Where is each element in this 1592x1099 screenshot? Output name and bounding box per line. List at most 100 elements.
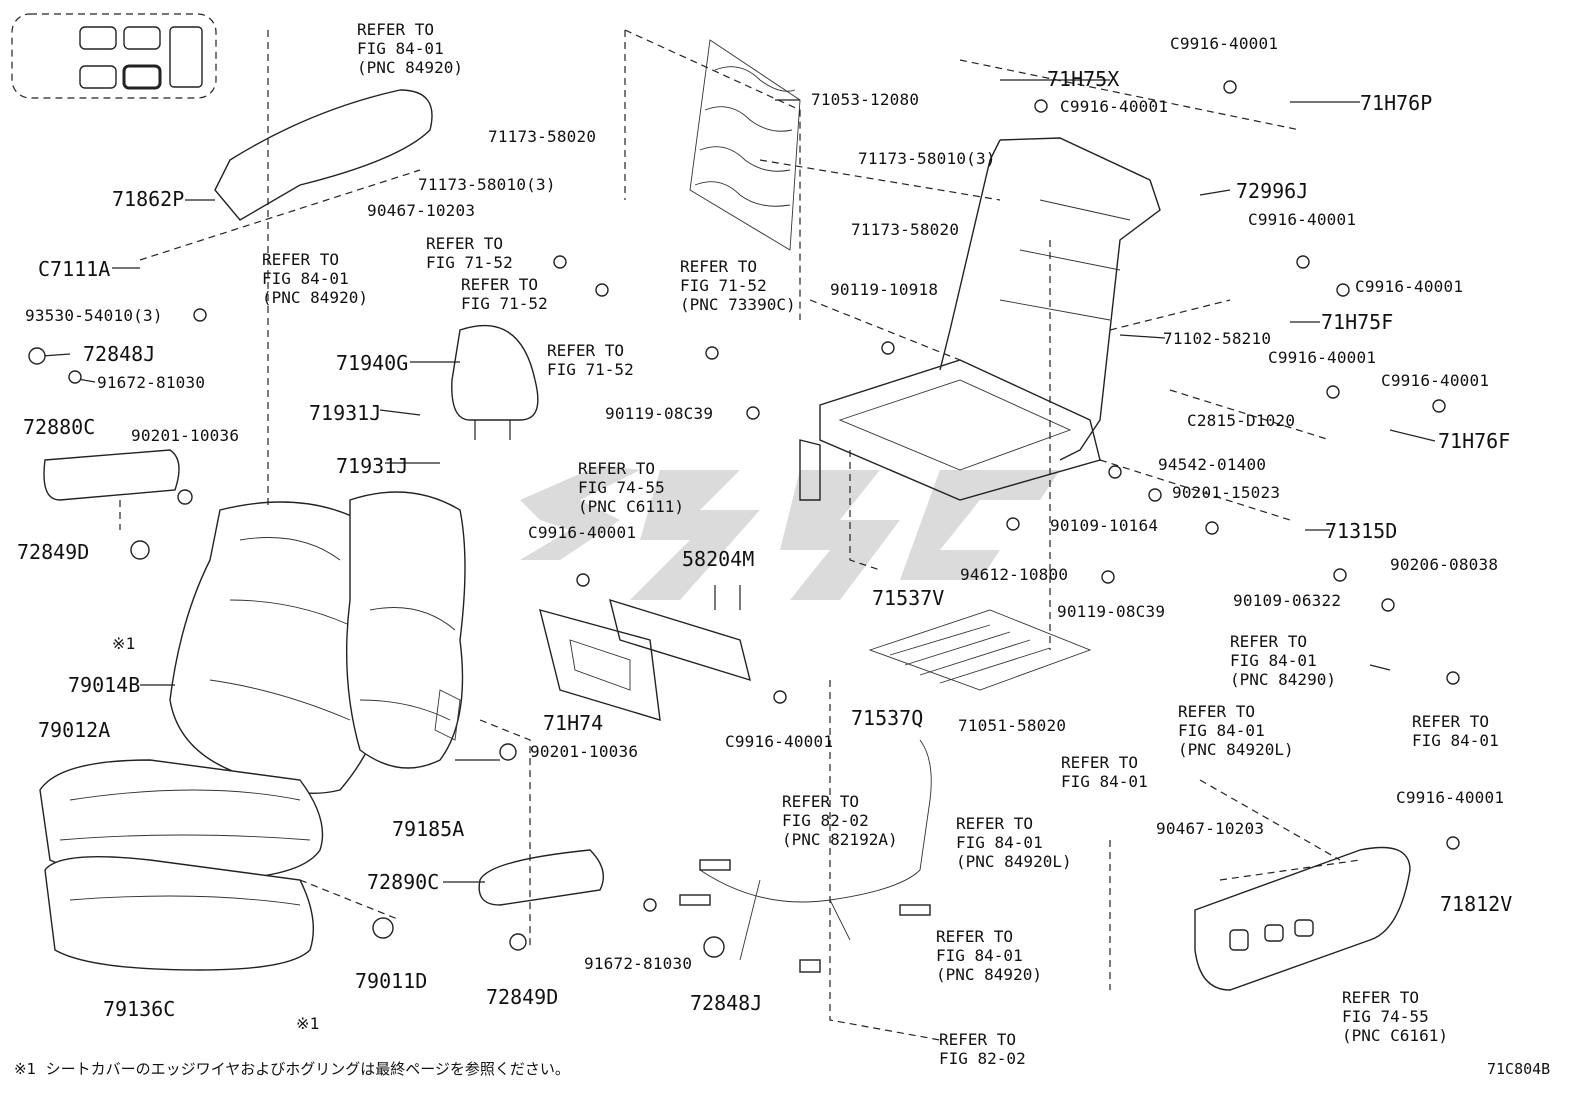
part-label-79011D[interactable]: 79011D — [355, 969, 428, 993]
part-label-71862P[interactable]: 71862P — [112, 187, 185, 211]
part-label-94542-01400[interactable]: 94542-01400 — [1158, 455, 1267, 474]
callout-mark-a: ※1 — [112, 634, 136, 653]
part-label-72848J-top[interactable]: 72848J — [83, 342, 156, 366]
part-label-C2815-D1020[interactable]: C2815-D1020 — [1187, 411, 1296, 430]
part-label-90201-10036-mid[interactable]: 90201-10036 — [530, 742, 639, 761]
part-label-79012A[interactable]: 79012A — [38, 718, 111, 742]
refer-block-84-01-84290[interactable]: REFER TO FIG 84-01 (PNC 84290) — [1230, 632, 1336, 689]
watermark-logo — [520, 465, 1060, 600]
part-label-71H76F[interactable]: 71H76F — [1438, 429, 1511, 453]
leader-lines — [41, 79, 1436, 883]
refer-block-84-01-84920L-b[interactable]: REFER TO FIG 84-01 (PNC 84920L) — [956, 814, 1072, 871]
refer-block-84-01-top[interactable]: REFER TO FIG 84-01 (PNC 84920) — [357, 20, 463, 77]
part-label-79185A[interactable]: 79185A — [392, 817, 465, 841]
part-label-71053-12080[interactable]: 71053-12080 — [811, 90, 920, 109]
part-label-71940G[interactable]: 71940G — [336, 351, 409, 375]
backrest-spring-mat — [689, 39, 801, 251]
part-label-71H75X[interactable]: 71H75X — [1047, 67, 1120, 91]
refer-block-84-01-left[interactable]: REFER TO FIG 84-01 (PNC 84920) — [262, 250, 368, 307]
part-label-C9916-40001-c[interactable]: C9916-40001 — [1248, 210, 1357, 229]
part-label-90201-10036-top[interactable]: 90201-10036 — [131, 426, 240, 445]
part-label-71173-58020-b[interactable]: 71173-58020 — [851, 220, 960, 239]
part-label-71H74[interactable]: 71H74 — [543, 711, 604, 735]
part-label-79014B[interactable]: 79014B — [68, 673, 141, 697]
seat-switch-thumbnail — [11, 13, 217, 99]
part-label-71931J-a[interactable]: 71931J — [309, 401, 382, 425]
part-label-72848J-bottom[interactable]: 72848J — [690, 991, 763, 1015]
part-label-79136C[interactable]: 79136C — [103, 997, 176, 1021]
part-label-71173-58010-a[interactable]: 71173-58010(3) — [418, 175, 556, 194]
part-label-71812V[interactable]: 71812V — [1440, 892, 1513, 916]
cushion-spring-mat — [868, 609, 1092, 691]
refer-block-84-01-plain[interactable]: REFER TO FIG 84-01 — [1061, 753, 1148, 791]
part-label-71537V[interactable]: 71537V — [872, 586, 945, 610]
seat-back-pad — [345, 491, 466, 769]
part-label-C9916-40001-i[interactable]: C9916-40001 — [1396, 788, 1505, 807]
refer-block-82-02-b[interactable]: REFER TO FIG 82-02 — [939, 1030, 1026, 1068]
footnote: ※1 シートカバーのエッジワイヤおよびホグリングは最終ページを参照ください。 — [14, 1060, 570, 1078]
part-label-C9916-40001-h[interactable]: C9916-40001 — [725, 732, 834, 751]
part-label-71315D[interactable]: 71315D — [1325, 519, 1398, 543]
part-label-90109-06322[interactable]: 90109-06322 — [1233, 591, 1342, 610]
part-label-71931J-b[interactable]: 71931J — [336, 454, 409, 478]
refer-block-71-52-a[interactable]: REFER TO FIG 71-52 — [426, 234, 513, 272]
part-label-71173-58010-b[interactable]: 71173-58010(3) — [858, 149, 996, 168]
part-label-C9916-40001-d[interactable]: C9916-40001 — [1355, 277, 1464, 296]
part-label-90201-15023[interactable]: 90201-15023 — [1172, 483, 1281, 502]
refer-block-71-52-d[interactable]: REFER TO FIG 71-52 — [547, 341, 634, 379]
part-label-C9916-40001-a[interactable]: C9916-40001 — [1170, 34, 1279, 53]
part-label-71051-58020[interactable]: 71051-58020 — [958, 716, 1067, 735]
part-label-71H75F[interactable]: 71H75F — [1321, 310, 1394, 334]
refer-block-84-01-right[interactable]: REFER TO FIG 84-01 — [1412, 712, 1499, 750]
armrest-upper — [43, 449, 180, 501]
outer-shield — [1194, 846, 1411, 991]
part-label-90119-08C39-b[interactable]: 90119-08C39 — [1057, 602, 1166, 621]
part-label-C9916-40001-b[interactable]: C9916-40001 — [1060, 97, 1169, 116]
part-label-90467-10203-top[interactable]: 90467-10203 — [367, 201, 476, 220]
part-label-90206-08038[interactable]: 90206-08038 — [1390, 555, 1499, 574]
lumbar-support — [539, 609, 661, 721]
part-label-71537Q[interactable]: 71537Q — [851, 706, 924, 730]
dashed-leaders — [119, 29, 1361, 1041]
seat-back-frame — [799, 137, 1161, 501]
refer-block-84-01-84920[interactable]: REFER TO FIG 84-01 (PNC 84920) — [936, 927, 1042, 984]
refer-block-74-55-top[interactable]: REFER TO FIG 74-55 (PNC C6111) — [578, 459, 684, 516]
diagram-code: 71C804B — [1487, 1060, 1551, 1078]
part-label-58204M[interactable]: 58204M — [682, 547, 755, 571]
seat-back-cover — [169, 501, 386, 794]
callout-mark-b: ※1 — [296, 1014, 320, 1033]
seat-cushion-pad — [44, 855, 315, 971]
part-label-72849D-bottom[interactable]: 72849D — [486, 985, 559, 1009]
fasteners — [28, 80, 1460, 958]
part-label-91672-81030-top[interactable]: 91672-81030 — [97, 373, 206, 392]
part-label-C7111A[interactable]: C7111A — [38, 257, 111, 281]
part-label-72996J[interactable]: 72996J — [1236, 179, 1309, 203]
part-label-91672-81030-bottom[interactable]: 91672-81030 — [584, 954, 693, 973]
part-label-71173-58020-a[interactable]: 71173-58020 — [488, 127, 597, 146]
part-label-90119-08C39-a[interactable]: 90119-08C39 — [605, 404, 714, 423]
part-label-72849D-left[interactable]: 72849D — [17, 540, 90, 564]
part-label-C9916-40001-e[interactable]: C9916-40001 — [1268, 348, 1377, 367]
part-label-90467-10203-bottom[interactable]: 90467-10203 — [1156, 819, 1265, 838]
part-label-72890C[interactable]: 72890C — [367, 870, 440, 894]
part-label-71102-58210[interactable]: 71102-58210 — [1163, 329, 1272, 348]
refer-block-82-02-a[interactable]: REFER TO FIG 82-02 (PNC 82192A) — [782, 792, 898, 849]
part-label-72880C[interactable]: 72880C — [23, 415, 96, 439]
part-label-71H76P[interactable]: 71H76P — [1360, 91, 1433, 115]
part-label-C9916-40001-f[interactable]: C9916-40001 — [1381, 371, 1490, 390]
part-label-90109-10164[interactable]: 90109-10164 — [1050, 516, 1159, 535]
armrest-lower — [478, 849, 604, 906]
part-label-C9916-40001-g[interactable]: C9916-40001 — [528, 523, 637, 542]
refer-block-71-52-seatbelt[interactable]: REFER TO FIG 71-52 (PNC 73390C) — [680, 257, 796, 314]
inner-shield — [214, 89, 433, 221]
refer-block-74-55-bottom[interactable]: REFER TO FIG 74-55 (PNC C6161) — [1342, 988, 1448, 1045]
refer-block-71-52-b[interactable]: REFER TO FIG 71-52 — [461, 275, 548, 313]
refer-block-84-01-84920L-a[interactable]: REFER TO FIG 84-01 (PNC 84920L) — [1178, 702, 1294, 759]
part-label-90119-10918[interactable]: 90119-10918 — [830, 280, 939, 299]
lumbar-bracket — [609, 598, 751, 682]
wire-harness — [679, 739, 932, 973]
part-label-93530-54010[interactable]: 93530-54010(3) — [25, 306, 163, 325]
part-label-94612-10800[interactable]: 94612-10800 — [960, 565, 1069, 584]
